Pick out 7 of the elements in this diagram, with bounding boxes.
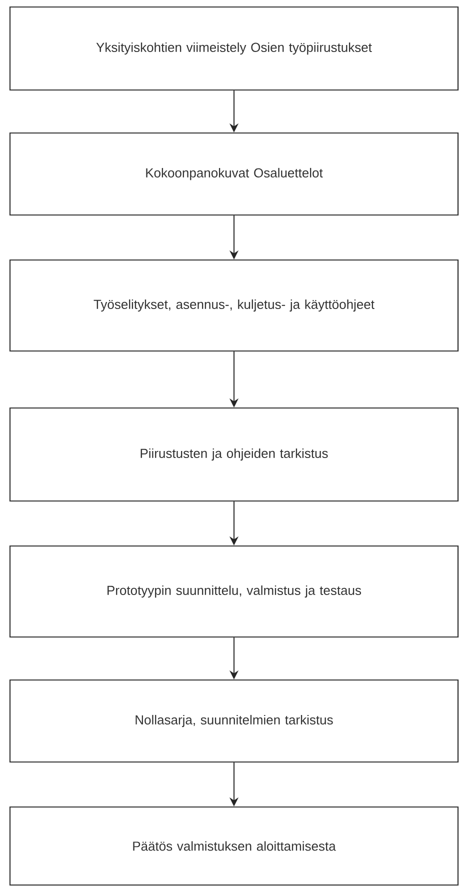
process-box: Kokoonpanokuvat Osaluettelot [9,132,459,216]
process-box: Työselitykset, asennus-, kuljetus- ja käyttöohjeet [9,259,459,352]
process-box: Nollasarja, suunnitelmien tarkistus [9,679,459,763]
process-box: Päätös valmistuksen aloittamisesta [9,806,459,886]
process-box: Yksityiskohtien viimeistely Osien työpiirustukset [9,6,459,91]
process-box: Piirustusten ja ohjeiden tarkistus [9,407,459,502]
process-box: Prototyypin suunnittelu, valmistus ja testaus [9,545,459,638]
